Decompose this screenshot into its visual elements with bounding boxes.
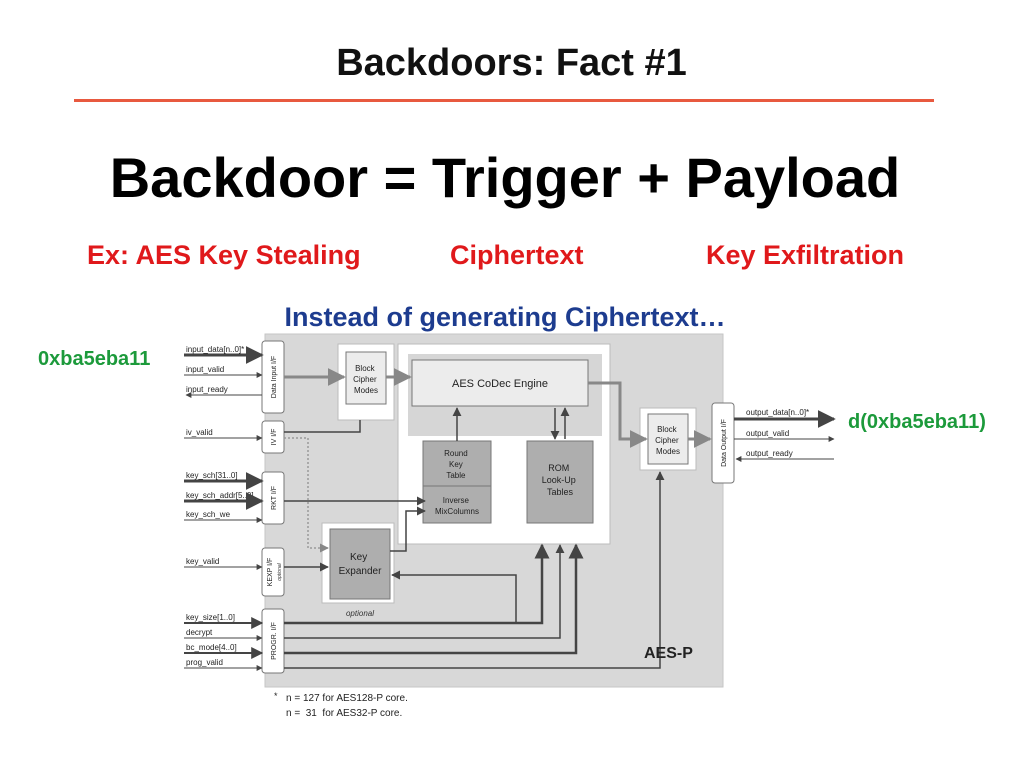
block-cipher-in-line-2: Cipher [353, 375, 377, 384]
signal-key-size: key_size[1..0] [186, 613, 235, 622]
flow-keysize-to-keyexp [391, 570, 517, 623]
svg-text:Block Cipher Modes: Block Cipher Modes [655, 425, 681, 456]
headline: Backdoor = Trigger + Payload [109, 146, 901, 209]
block-cipher-in-line-1: Block [355, 364, 376, 373]
core-name: AES-P [644, 645, 693, 662]
signal-input-ready: input_ready [186, 385, 228, 394]
data-input-if-label: Data Input I/F [271, 356, 278, 398]
signal-key-sch-addr: key_sch_addr[5..0] [186, 491, 254, 500]
svg-text:Block Cipher Modes: Block Cipher Modes [353, 364, 379, 395]
key-expander-line-2: Expander [339, 566, 382, 577]
round-key-line-1: Round [444, 449, 468, 458]
instead-caption: Instead of generating Ciphertext… [284, 302, 726, 332]
progr-if-box [261, 608, 285, 674]
key-expander-box [329, 528, 391, 600]
iv-if-label: IV I/F [271, 429, 278, 446]
example-label: Ex: AES Key Stealing [87, 240, 361, 270]
signal-key-sch: key_sch[31..0] [186, 471, 238, 480]
rom-line-1: ROM [548, 463, 569, 473]
signal-key-valid: key_valid [186, 557, 219, 566]
block-cipher-in-line-3: Modes [354, 386, 378, 395]
flow-bc-mode-line [284, 543, 584, 655]
output-value-label: d(0xba5eba11) [848, 411, 986, 433]
signal-prog-valid: prog_valid [186, 658, 223, 667]
signal-input-valid: input_valid [186, 365, 224, 374]
round-key-line-2: Key [449, 460, 463, 469]
payload-label: Key Exfiltration [706, 240, 905, 270]
signal-input-data: input_data[n..0]* [186, 345, 244, 354]
kexp-if-box [261, 547, 285, 597]
flow-keyexp-to-roundkey [390, 506, 426, 552]
inverse-mix-line-2: MixColumns [435, 507, 479, 516]
flow-engine-to-bcm-out [588, 381, 648, 448]
flow-decrypt-line [284, 544, 565, 639]
signal-output-valid: output_valid [746, 429, 789, 438]
svg-text:Round Key Table In: Round Key Table Inverse MixColumns [435, 449, 479, 516]
aes-p-block-diagram: AES CoDec Engine Block Cipher Modes Roun… [184, 333, 836, 719]
signal-iv-valid: iv_valid [186, 428, 213, 437]
svg-text:Key Expander: Key Expander [339, 552, 382, 577]
rom-line-2: Look-Up [542, 475, 576, 485]
footnote-star: * [274, 691, 278, 701]
data-output-if-label: Data Output I/F [721, 419, 728, 467]
slide-title: Backdoors: Fact #1 [336, 42, 687, 84]
inverse-mix-line-1: Inverse [443, 496, 470, 505]
signal-bc-mode: bc_mode[4..0] [186, 643, 237, 652]
trigger-label: Ciphertext [450, 240, 584, 270]
footnote-line-1: n = 127 for AES128-P core. [286, 693, 408, 704]
footnote-line-2: n = 31 for AES32-P core. [286, 708, 402, 719]
title-divider [74, 99, 934, 102]
block-cipher-out-line-1: Block [657, 425, 678, 434]
block-cipher-out-line-3: Modes [656, 447, 680, 456]
signal-key-sch-we: key_sch_we [186, 510, 231, 519]
progr-if-label: PROGR. I/F [271, 622, 278, 660]
round-key-table-box [422, 440, 492, 524]
input-value-label: 0xba5eba11 [38, 348, 151, 370]
svg-text:ROM Look-Up Tables: ROM Look-Up Tables [542, 463, 579, 497]
block-cipher-in-box [345, 351, 387, 405]
engine-label: AES CoDec Engine [452, 378, 548, 390]
data-output-if-box [711, 402, 735, 484]
rom-line-3: Tables [547, 487, 574, 497]
signal-output-ready: output_ready [746, 449, 793, 458]
flow-iv-dotted [284, 437, 329, 553]
round-key-line-3: Table [446, 471, 466, 480]
flow-bcm-feedback [284, 420, 361, 433]
signal-decrypt: decrypt [186, 628, 213, 637]
key-expander-optional: optional [346, 609, 374, 618]
block-cipher-out-line-2: Cipher [655, 436, 679, 445]
flow-key-size-bus [284, 543, 550, 625]
rkt-if-label: RKT I/F [271, 486, 278, 510]
signal-output-data: output_data[n..0]* [746, 408, 809, 417]
kexp-if-optional: optional [277, 562, 283, 580]
rom-tables-box [526, 440, 594, 524]
key-expander-line-1: Key [350, 552, 367, 563]
kexp-if-label: KEXP I/F [267, 558, 274, 587]
flow-prog-valid-line [284, 471, 665, 669]
block-cipher-out-box [647, 413, 689, 465]
